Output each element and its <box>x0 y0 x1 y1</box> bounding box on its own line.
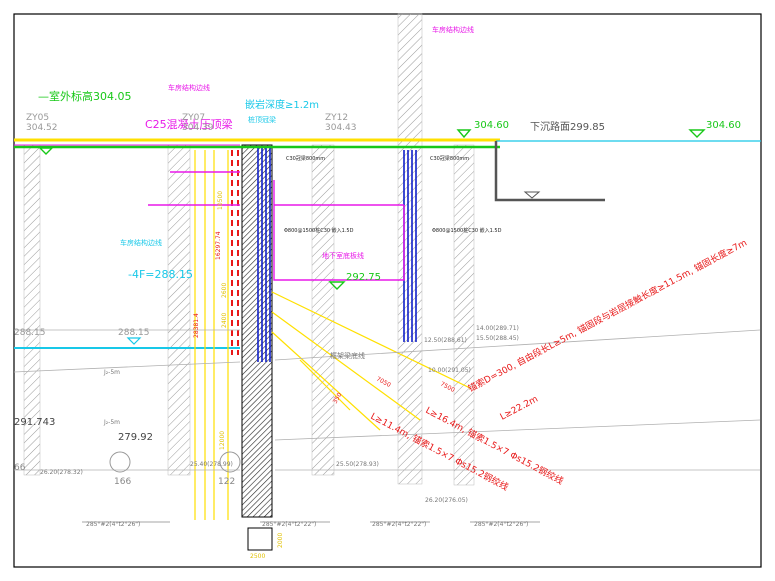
east-line-mid-label: 车房结构边线 <box>168 83 210 92</box>
borehole-right <box>453 144 475 486</box>
layer-label-d: 10.00(291.05) <box>428 367 471 374</box>
zy12-elevation: 304.43 <box>325 123 357 133</box>
east-line-top-label: 车房结构边线 <box>432 25 474 34</box>
bottom-elevation-b: 25.40(278.99) <box>190 461 233 468</box>
dim-12000: 12000 <box>219 431 226 450</box>
dim-10500: 10500 <box>217 191 224 210</box>
label-122: 122 <box>218 477 235 487</box>
floor-elevation-marker <box>126 337 142 345</box>
elevation-30460-b: 304.60 <box>706 120 741 131</box>
drawing-frame <box>13 13 762 568</box>
dim-350: 350 <box>332 391 344 405</box>
basement-line-label: 地下室底板线 <box>322 251 364 260</box>
borehole-circle-a <box>109 451 131 473</box>
blue-pile-group-left <box>257 148 271 362</box>
dim-2400: 2400 <box>221 313 228 328</box>
road-elevation-marker <box>523 191 541 199</box>
dim-2600: 2600 <box>221 283 228 298</box>
borehole-zy07 <box>167 144 191 476</box>
label-66: 66 <box>14 463 26 473</box>
foot-label-c: 285°#2(4°t2°22") <box>372 521 426 528</box>
sunken-road-outline <box>494 141 605 202</box>
road-elevation-label: 下沉路面299.85 <box>530 120 605 133</box>
c25-label: C25混凝土压顶梁 <box>145 117 233 131</box>
structure-mid-label: 框架梁底线 <box>330 351 365 360</box>
elevation-28815-a: 288.15 <box>14 328 46 338</box>
borehole-circle-b <box>219 451 241 473</box>
elevation-30460-a: 304.60 <box>474 120 509 131</box>
layer-label-c: 12.50(288.61) <box>424 337 467 344</box>
geological-layer-lines <box>13 329 761 471</box>
east-line-right-label: 车房结构边线 <box>120 238 162 247</box>
elevation-29275: 292.75 <box>346 272 381 283</box>
elevation-markers <box>38 129 706 290</box>
rock-label-b: J₂-5m <box>103 419 120 426</box>
red-dashed-markers <box>231 150 239 355</box>
anchor-l3-label: L≥22.2m <box>499 394 540 422</box>
borehole-zy12 <box>311 144 335 476</box>
layer-label-b: 15.50(288.45) <box>476 335 519 342</box>
zy07-label: ZY07 <box>182 113 205 123</box>
main-retaining-pile <box>241 144 273 518</box>
bottom-elevation-a: 26.20(278.32) <box>40 469 83 476</box>
pile-detail-a: Φ800@1500桩C30 嵌入1.5D <box>284 227 354 234</box>
bottom-elevation-d: 26.20(276.05) <box>425 497 468 504</box>
pile-note-b: C30冠梁800mm <box>430 155 469 162</box>
top-elevation-label: —室外标高304.05 <box>38 89 132 103</box>
bottom-elevation-c: 25.50(278.93) <box>336 461 379 468</box>
dim-28381: 28381.4 <box>193 313 200 338</box>
zy12-label: ZY12 <box>325 113 348 123</box>
anchor-cable-lines <box>271 291 471 431</box>
elevation-291743: 291.743 <box>14 417 55 428</box>
dim-16297: 16297.74 <box>215 231 222 260</box>
anchor-main-label: 锚索D=300, 自由段长L≥5m, 锚固段与岩层接触长度≥11.5m, 锚固长… <box>466 237 749 395</box>
foot-label-d: 285°#2(4°t2°26") <box>474 521 528 528</box>
elevation-28815-b: 288.15 <box>118 328 150 338</box>
dim-7050: 7050 <box>375 376 392 389</box>
pile-top-label: 桩顶冠梁 <box>248 115 276 124</box>
rock-label-a: J₂-5m <box>103 369 120 376</box>
borehole-right-tall <box>397 13 423 485</box>
foot-label-b: 285°#2(4°t2°22") <box>262 521 316 528</box>
magenta-structure-lines <box>148 171 405 281</box>
embed-depth-label: 嵌岩深度≥1.2m <box>245 98 319 111</box>
dim-2500: 2500 <box>250 553 265 560</box>
floor-4f-label: -4F=288.15 <box>128 268 193 281</box>
layer-label-a: 14.00(289.71) <box>476 325 519 332</box>
yellow-dimension-lines <box>194 150 229 520</box>
pile-section-box <box>247 527 273 551</box>
zy07-elevation: 304.39 <box>182 123 214 133</box>
dim-7500: 7500 <box>439 381 456 394</box>
label-166: 166 <box>114 477 131 487</box>
anchor-l2-label: L≥16.4m, 锚索1.5×7 Φs15.2钢绞线 <box>424 404 566 487</box>
zy05-elevation: 304.52 <box>26 123 58 133</box>
pile-detail-b: Φ800@1500桩C30 嵌入1.5D <box>432 227 502 234</box>
pile-note-a: C30冠梁800mm <box>286 155 325 162</box>
foot-label-a: 285°#2(4°t2°26") <box>86 521 140 528</box>
zy05-label: ZY05 <box>26 113 49 123</box>
elevation-27992: 279.92 <box>118 432 153 443</box>
dim-2000: 2000 <box>277 533 284 548</box>
